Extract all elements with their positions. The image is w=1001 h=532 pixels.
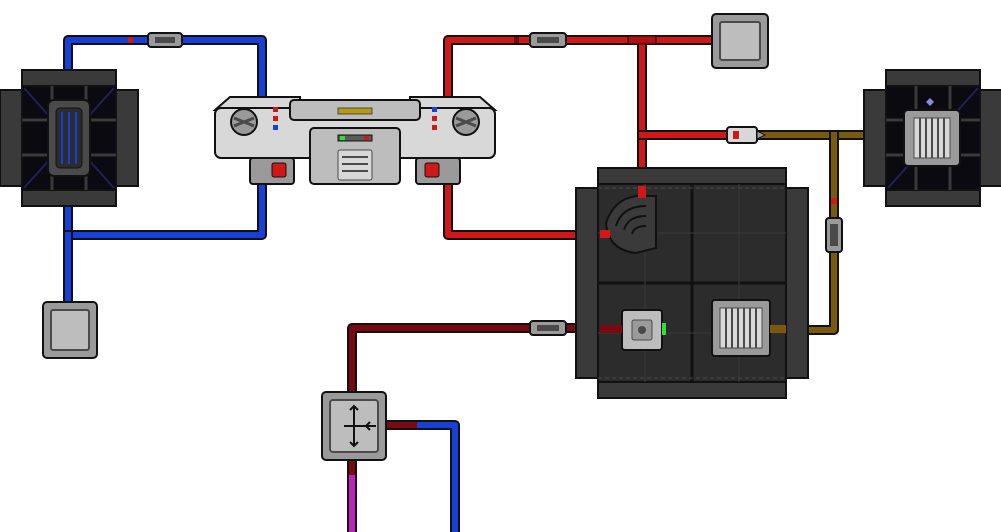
star-icon bbox=[926, 98, 934, 106]
pipes bbox=[63, 35, 885, 532]
injector[interactable] bbox=[600, 186, 657, 255]
fan-icon bbox=[452, 108, 480, 136]
injector-icon bbox=[604, 194, 657, 255]
gas-mixer[interactable] bbox=[321, 391, 387, 461]
red-pipe-network bbox=[443, 35, 735, 240]
left-gas-tank[interactable] bbox=[0, 69, 139, 207]
canister-icon bbox=[719, 21, 761, 61]
dark-red-pipe bbox=[347, 323, 605, 532]
valve-red-top[interactable] bbox=[529, 32, 567, 48]
chamber-connector[interactable] bbox=[600, 309, 666, 351]
valve-blue-top[interactable] bbox=[147, 32, 183, 48]
red-pipe-junction bbox=[627, 35, 657, 45]
canister-icon bbox=[50, 309, 90, 351]
fan-icon bbox=[230, 108, 258, 136]
reaction-chamber[interactable] bbox=[575, 167, 809, 399]
blue-pipe-marker bbox=[128, 37, 133, 43]
valve-yellow-right[interactable] bbox=[726, 126, 767, 144]
scrubber-vent[interactable] bbox=[711, 299, 786, 357]
left-small-canister[interactable] bbox=[42, 301, 98, 359]
center-gas-machine[interactable] bbox=[212, 96, 498, 185]
right-gas-tank[interactable] bbox=[863, 69, 1001, 207]
top-small-canister[interactable] bbox=[711, 13, 769, 69]
valves bbox=[147, 32, 843, 336]
valve-yellow-vertical[interactable] bbox=[825, 217, 843, 253]
red-pipe-marker bbox=[514, 37, 519, 43]
yellow-pipe-marker bbox=[831, 198, 837, 204]
valve-dark-red-bottom[interactable] bbox=[529, 320, 567, 336]
